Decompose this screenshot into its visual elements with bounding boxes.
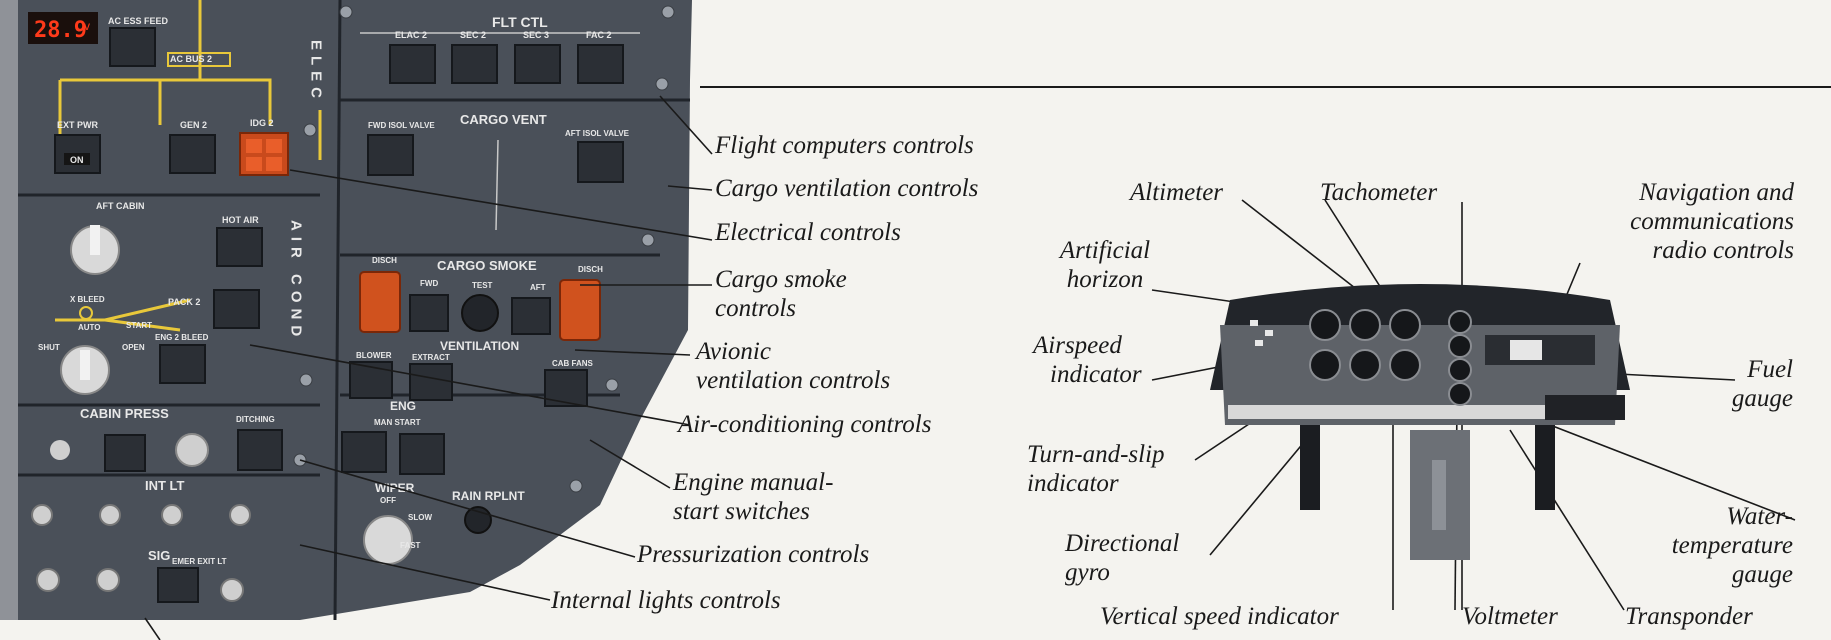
label-directional-gyro: Directional gyro xyxy=(1065,529,1179,587)
label-nav-comm-radio: Navigation and communications radio cont… xyxy=(1570,178,1794,265)
label-tachometer: Tachometer xyxy=(1320,178,1437,207)
label-electrical: Electrical controls xyxy=(715,218,901,247)
label-airspeed-indicator: Airspeed indicator xyxy=(1030,331,1142,389)
label-internal-lights: Internal lights controls xyxy=(551,586,781,615)
label-avionic-ventilation: Avionic ventilation controls xyxy=(696,337,890,395)
label-cargo-smoke: Cargo smoke controls xyxy=(715,265,847,323)
cockpit-panel-photo xyxy=(1210,280,1630,570)
label-altimeter: Altimeter xyxy=(1130,178,1223,207)
label-engine-manual-start: Engine manual- start switches xyxy=(673,468,833,526)
label-vertical-speed: Vertical speed indicator xyxy=(1100,602,1339,631)
label-cargo-ventilation: Cargo ventilation controls xyxy=(715,174,978,203)
label-water-temperature: Water- temperature gauge xyxy=(1650,502,1793,589)
label-artificial-horizon: Artificial horizon xyxy=(1040,236,1170,294)
label-air-conditioning: Air-conditioning controls xyxy=(678,410,931,439)
label-fuel-gauge: Fuel gauge xyxy=(1690,355,1793,413)
label-turn-and-slip: Turn-and-slip indicator xyxy=(1027,440,1165,498)
label-voltmeter: Voltmeter xyxy=(1462,602,1558,631)
horizontal-rule xyxy=(700,86,1831,88)
label-flight-computers: Flight computers controls xyxy=(715,131,974,160)
label-transponder: Transponder xyxy=(1625,602,1753,631)
label-pressurization: Pressurization controls xyxy=(637,540,869,569)
